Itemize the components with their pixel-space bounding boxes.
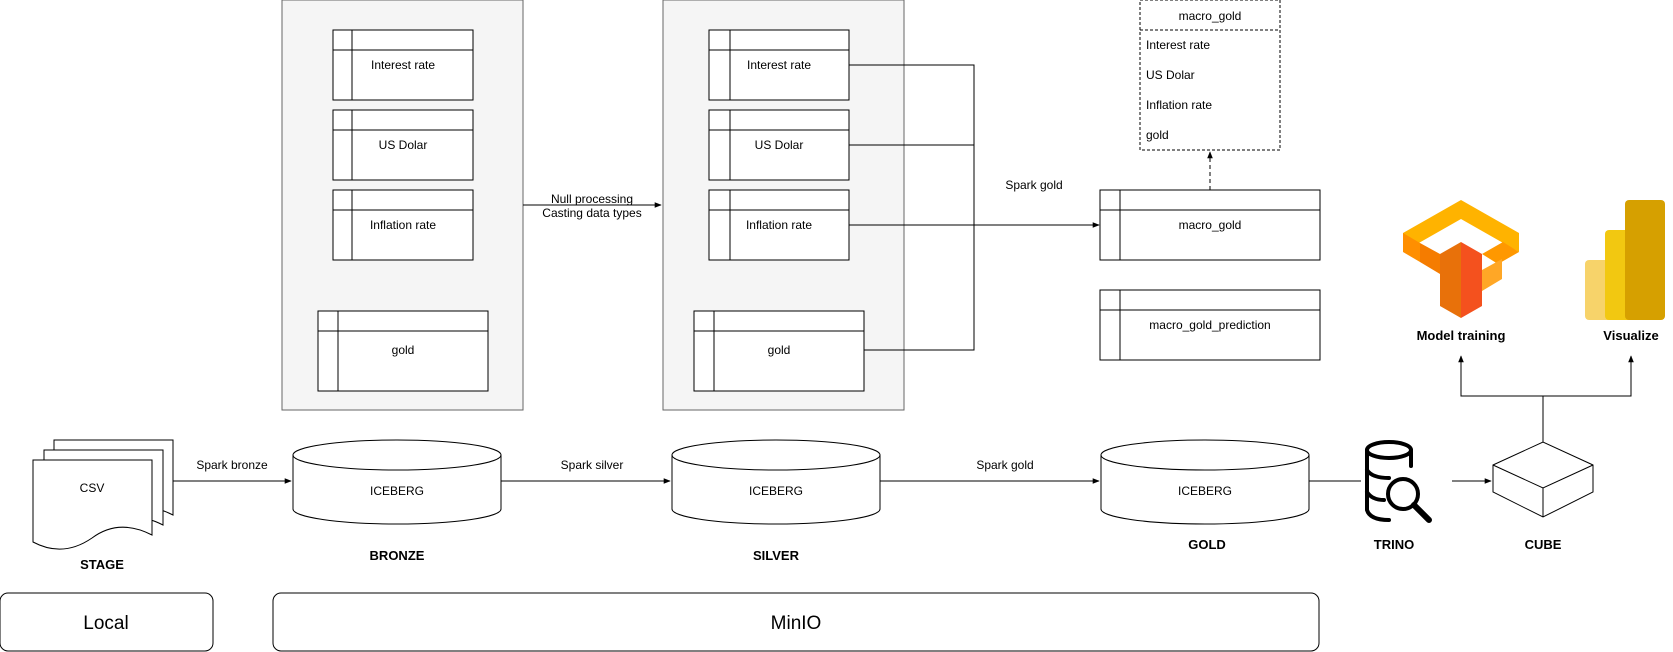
transform-label-1: Null processing: [551, 192, 633, 206]
db-label: ICEBERG: [749, 484, 803, 498]
table-label: gold: [392, 343, 415, 357]
gold-join-connector: Spark gold: [849, 64, 1100, 351]
silver-label: SILVER: [753, 548, 800, 563]
table-label: Inflation rate: [370, 218, 436, 232]
gold-label: GOLD: [1188, 537, 1226, 552]
trino-label: TRINO: [1374, 537, 1414, 552]
table-box[interactable]: US Dolar: [708, 109, 850, 181]
bronze-label: BRONZE: [370, 548, 425, 563]
table-label: Interest rate: [747, 58, 811, 72]
table-label: US Dolar: [755, 138, 804, 152]
schema-field: Inflation rate: [1146, 98, 1212, 112]
db-label: ICEBERG: [1178, 484, 1232, 498]
table-box[interactable]: Inflation rate: [708, 189, 850, 261]
spark-bronze-label: Spark bronze: [196, 458, 268, 472]
schema-title: macro_gold: [1179, 9, 1242, 23]
macro-gold-prediction-table[interactable]: macro_gold_prediction: [1099, 289, 1321, 361]
silver-database[interactable]: ICEBERG: [671, 439, 881, 525]
cube-icon[interactable]: [1492, 441, 1594, 518]
csv-label: CSV: [80, 481, 105, 495]
table-box[interactable]: gold: [317, 310, 489, 392]
table-box[interactable]: Interest rate: [332, 29, 474, 101]
silver-tables-panel: Interest rate US Dolar Inflation rate go…: [662, 0, 905, 411]
transform-label-2: Casting data types: [542, 206, 641, 220]
table-box[interactable]: Interest rate: [708, 29, 850, 101]
table-label: US Dolar: [379, 138, 428, 152]
visualize-label: Visualize: [1603, 328, 1658, 343]
trino-icon[interactable]: [1365, 440, 1432, 523]
schema-field: gold: [1146, 128, 1169, 142]
local-label: Local: [83, 613, 128, 634]
tensorflow-icon[interactable]: [1403, 200, 1519, 318]
bronze-database[interactable]: ICEBERG: [292, 439, 502, 525]
table-box[interactable]: US Dolar: [332, 109, 474, 181]
minio-group[interactable]: MinIO: [272, 592, 1320, 652]
table-label: Interest rate: [371, 58, 435, 72]
table-box[interactable]: gold: [693, 310, 865, 392]
spark-gold-label: Spark gold: [1005, 178, 1062, 192]
table-label: macro_gold: [1179, 218, 1242, 232]
powerbi-icon[interactable]: [1585, 200, 1665, 320]
transform-connector: Null processing Casting data types: [523, 192, 662, 220]
model-training-label: Model training: [1417, 328, 1506, 343]
table-box[interactable]: Inflation rate: [332, 189, 474, 261]
schema-field: Interest rate: [1146, 38, 1210, 52]
document-stack-icon[interactable]: CSV: [32, 439, 174, 550]
spark-silver-label: Spark silver: [561, 458, 624, 472]
bronze-tables-panel: Interest rate US Dolar Inflation rate go…: [281, 0, 524, 411]
schema-field: US Dolar: [1146, 68, 1195, 82]
macro-gold-table[interactable]: macro_gold: [1099, 189, 1321, 261]
schema-box: macro_gold Interest rate US Dolar Inflat…: [1139, 0, 1281, 151]
local-group[interactable]: Local: [0, 592, 214, 652]
table-label: macro_gold_prediction: [1149, 318, 1270, 332]
consumer-connector: [1458, 355, 1634, 442]
minio-label: MinIO: [771, 613, 822, 634]
table-label: gold: [768, 343, 791, 357]
stage-label: STAGE: [80, 557, 124, 572]
gold-database[interactable]: ICEBERG: [1100, 439, 1310, 525]
cube-label: CUBE: [1525, 537, 1562, 552]
db-label: ICEBERG: [370, 484, 424, 498]
spark-gold-pipeline-label: Spark gold: [976, 458, 1033, 472]
table-label: Inflation rate: [746, 218, 812, 232]
